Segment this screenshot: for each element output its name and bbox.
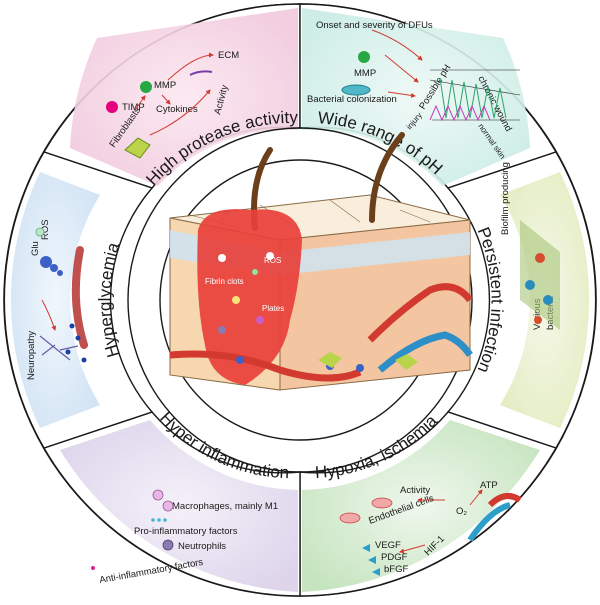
- cytokines-label: Cytokines: [156, 104, 198, 115]
- hyp-activity-label: Activity: [400, 485, 430, 496]
- timp-label: TIMP: [122, 102, 145, 113]
- bacterial-label: Bacterial colonization: [307, 94, 397, 105]
- mmp-dot: [140, 81, 152, 93]
- macrophages-label: Macrophages, mainly M1: [172, 501, 278, 512]
- macrophage-1: [152, 489, 164, 501]
- ecm-label: ECM: [218, 50, 239, 61]
- vegf-marker: [362, 544, 370, 552]
- bacterium: [341, 84, 371, 96]
- center-plates-label: Plates: [262, 304, 284, 313]
- infection-content: Biofilm producing Various bacteria: [500, 162, 560, 330]
- neutrophils-label: Neutrophils: [178, 541, 226, 552]
- ph-mmp-dot: [358, 51, 370, 63]
- macrophage-2: [162, 500, 174, 512]
- center-fibrin-label: Fibrin clots: [205, 277, 244, 286]
- ph-mmp-label: MMP: [354, 68, 376, 79]
- bfgf-label: bFGF: [384, 564, 408, 575]
- bacterium-red: [535, 253, 545, 263]
- onset-label: Onset and severity of DFUs: [316, 20, 433, 31]
- bacterium-blue-2: [543, 295, 553, 305]
- various-label: Various: [532, 298, 543, 330]
- mmp-label: MMP: [154, 80, 176, 91]
- o2-label: O₂: [456, 506, 467, 517]
- bacterium-blue: [525, 280, 535, 290]
- skin-block: ROS Fibrin clots Plates: [169, 132, 473, 391]
- biofilm-label: Biofilm producing: [500, 162, 511, 235]
- timp-dot: [106, 101, 118, 113]
- segment-protease: [42, 3, 301, 189]
- bfgf-marker: [372, 568, 380, 576]
- neuropathy-label: Neuropathy: [26, 331, 37, 380]
- center-ros-label: ROS: [264, 256, 281, 265]
- fibroblast-cell: [124, 137, 151, 159]
- glu-ros-label: ROS: [40, 219, 51, 240]
- segment-hypoxia: [299, 411, 558, 597]
- atp-label: ATP: [480, 480, 498, 491]
- hyperglycemia-content: ROS Glu Neuropathy: [26, 219, 88, 380]
- pro-label: Pro-inflammatory factors: [134, 526, 238, 537]
- bacterium-red-2: [534, 316, 542, 324]
- segment-ph: [299, 3, 558, 189]
- pdgf-marker: [368, 556, 376, 564]
- vegf-label: VEGF: [375, 540, 401, 551]
- glu-label: Glu: [30, 241, 41, 256]
- neutrophil: [162, 539, 174, 551]
- pdgf-label: PDGF: [381, 552, 408, 563]
